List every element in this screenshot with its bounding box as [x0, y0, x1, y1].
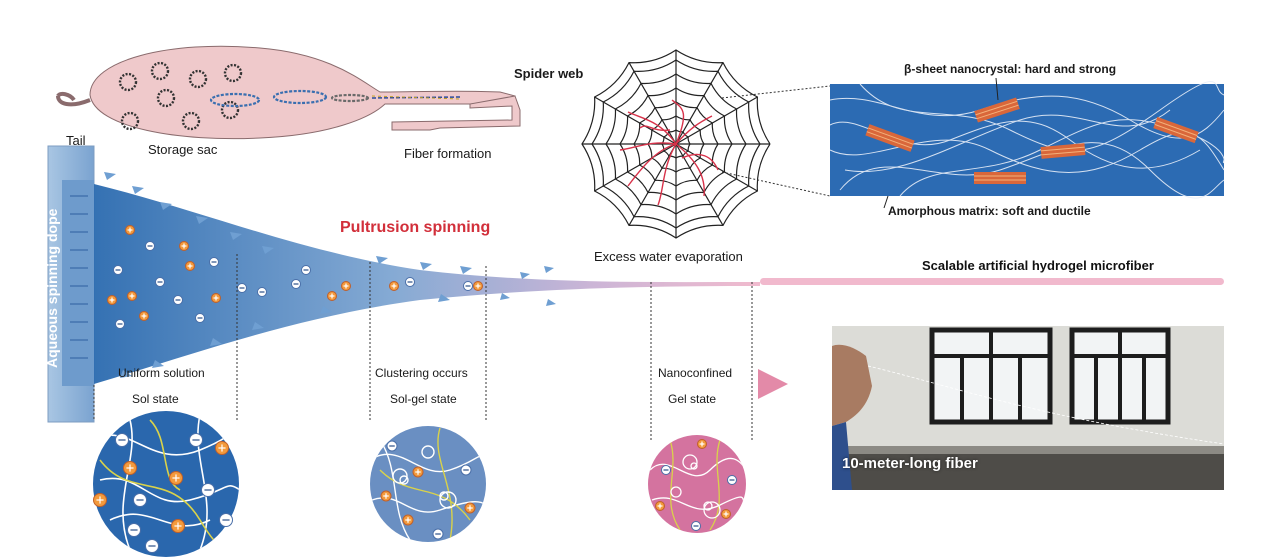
anion-marker [173, 295, 183, 305]
cation-marker [185, 261, 195, 271]
cation-marker [107, 295, 117, 305]
anion-marker [691, 521, 701, 531]
elongated-micelles [209, 89, 461, 108]
web-spoke [594, 143, 677, 192]
anion-marker [219, 513, 233, 527]
matrix-pointer [883, 195, 889, 209]
web-ring [591, 59, 761, 229]
anion-marker [113, 265, 123, 275]
cation-marker [389, 281, 399, 291]
web-ring [661, 129, 691, 159]
fiber-formation-label: Fiber formation [404, 146, 492, 161]
stage-3-state: Gel state [668, 392, 717, 406]
silk-gland [56, 45, 521, 140]
anion-marker [145, 241, 155, 251]
spider-silk-threads [619, 99, 719, 206]
cation-marker [169, 471, 183, 485]
evaporation-label: Excess water evaporation [594, 249, 743, 264]
zoom-line-bottom [721, 171, 831, 197]
stage-dividers [93, 254, 753, 440]
anion-marker [460, 464, 472, 476]
cation-marker [215, 441, 229, 455]
anion-marker [201, 483, 215, 497]
cation-marker [139, 311, 149, 321]
web-spoke [594, 96, 677, 145]
sol-gel-state-circle [370, 426, 486, 542]
cation-marker [380, 490, 392, 502]
anion-marker [209, 257, 219, 267]
cation-marker [327, 291, 337, 301]
cation-marker [412, 466, 424, 478]
beta-sheet-nanocrystals [865, 97, 1199, 184]
pultrusion-funnel [94, 184, 760, 384]
cation-marker [464, 502, 476, 514]
stage-2-process: Clustering occurs [375, 366, 468, 380]
hydrogel-microfiber [760, 278, 1224, 285]
web-spoke [675, 96, 758, 145]
photo-caption: 10-meter-long fiber [842, 455, 978, 472]
anion-marker [257, 287, 267, 297]
stage-2-state: Sol-gel state [390, 392, 457, 406]
stage-3-process: Nanoconfined [658, 366, 733, 380]
dope-flow-arrows [70, 195, 88, 359]
storage-sac-label: Storage sac [148, 142, 218, 157]
stage-1-process: Uniform solution [118, 366, 205, 380]
anion-marker [432, 528, 444, 540]
storage-micelles [118, 61, 243, 131]
pultrusion-spinning-title: Pultrusion spinning [340, 219, 491, 236]
cation-marker [211, 293, 221, 303]
cation-marker [697, 439, 707, 449]
web-ring [633, 101, 719, 187]
anion-marker [115, 433, 129, 447]
spinning-dope-inner [62, 180, 94, 386]
anion-marker [115, 319, 125, 329]
web-ring [581, 49, 771, 239]
stage-1-state: Sol state [132, 392, 179, 406]
cation-marker [93, 493, 107, 507]
anion-marker [155, 277, 165, 287]
cation-marker [655, 501, 665, 511]
cation-marker [125, 225, 135, 235]
anion-marker [195, 313, 205, 323]
tail-label: Tail [66, 133, 86, 148]
spinning-dope-label: Aqueous spinning dope [44, 208, 60, 368]
cation-marker [127, 291, 137, 301]
funnel-ions [107, 225, 483, 329]
spider-web-title: Spider web [514, 66, 584, 81]
cation-marker [179, 241, 189, 251]
room-scene [832, 326, 1224, 490]
anion-marker [127, 523, 141, 537]
cation-marker [473, 281, 483, 291]
nanocrystal-pointer [995, 77, 999, 101]
zoom-line-top [721, 85, 831, 99]
amorphous-matrix-label: Amorphous matrix: soft and ductile [888, 204, 1091, 218]
cation-marker [341, 281, 351, 291]
anion-marker [463, 281, 473, 291]
anion-marker [189, 433, 203, 447]
anion-marker [386, 440, 398, 452]
anion-marker [301, 265, 311, 275]
web-ring [605, 73, 747, 215]
fiber-photo [832, 326, 1224, 490]
cation-marker [402, 514, 414, 526]
anion-marker [145, 539, 159, 553]
nanocrystal-label: β-sheet nanocrystal: hard and strong [904, 62, 1117, 76]
anion-marker [133, 493, 147, 507]
hydrogel-microfiber-label: Scalable artificial hydrogel microfiber [922, 258, 1154, 273]
air-flow-markers [104, 172, 556, 378]
cation-marker [123, 461, 137, 475]
anion-marker [727, 475, 737, 485]
cation-marker [171, 519, 185, 533]
web-spoke [675, 62, 724, 145]
sol-state-circle [93, 411, 239, 557]
cation-marker [721, 509, 731, 519]
gel-state-circle [648, 435, 746, 533]
anion-marker [405, 277, 415, 287]
anion-marker [291, 279, 301, 289]
web-spoke [628, 143, 677, 226]
anion-marker [237, 283, 247, 293]
anion-marker [661, 465, 671, 475]
